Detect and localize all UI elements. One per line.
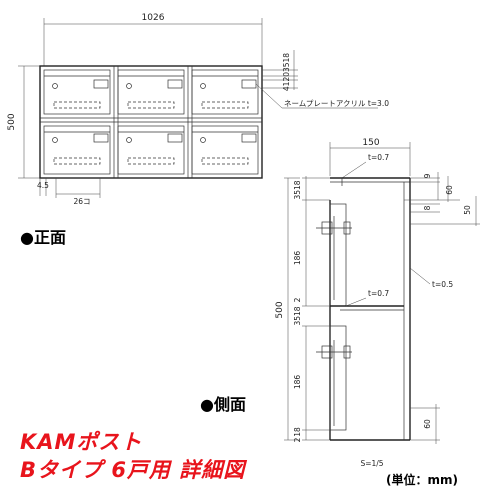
side-dim-50: 50 [463,205,472,215]
front-width-dim: 1026 [142,13,165,23]
side-dim-500: 500 [275,301,285,318]
mailbox-door [191,69,259,115]
front-foot-dim: 4.5 [37,181,49,190]
side-dim-9: 9 [423,173,432,178]
side-dim-18-bot: 18 [293,427,302,437]
side-dim-3518-mid: 3518 [293,306,302,325]
front-right-dims: 41203518 [282,53,291,91]
side-dim-60a: 60 [445,185,454,195]
title-line-2: Bタイプ 6戸用 詳細図 [20,458,247,482]
mailbox-door [191,125,259,175]
title-line-1: KAMポスト [20,430,142,454]
drawing-scale: S=1/5 [360,459,383,468]
side-view-label: ●側面 [200,395,246,414]
side-body-t: t=0.5 [432,280,453,289]
side-dim-186-top: 186 [293,251,302,266]
side-dim-60b: 60 [423,419,432,429]
side-view: 150 t=0.7 t=0.7 t=0.5 9 [200,138,480,468]
side-dim-2: 2 [293,297,302,302]
mailbox-door [43,69,111,115]
mailbox-door [43,125,111,175]
title-block: KAMポスト Bタイプ 6戸用 詳細図 (単位：mm) [20,430,458,487]
front-height-dim: 500 [7,113,17,130]
front-view: 1026 500 [7,13,389,247]
mailbox-door [117,125,185,175]
side-dim-8: 8 [423,205,432,210]
side-dim-186-bot: 186 [293,375,302,390]
front-slot-dim: 26コ [73,197,90,206]
mailbox-door [117,69,185,115]
nameplate-note: ネームプレートアクリル t=3.0 [284,99,389,108]
unit-note: (単位：mm) [386,472,458,487]
side-plate-top-t: t=0.7 [368,153,389,162]
side-dim-3518-top: 3518 [293,180,302,199]
side-depth-dim: 150 [362,138,379,148]
front-view-label: ●正面 [20,228,66,247]
side-plate-mid-t: t=0.7 [368,289,389,298]
